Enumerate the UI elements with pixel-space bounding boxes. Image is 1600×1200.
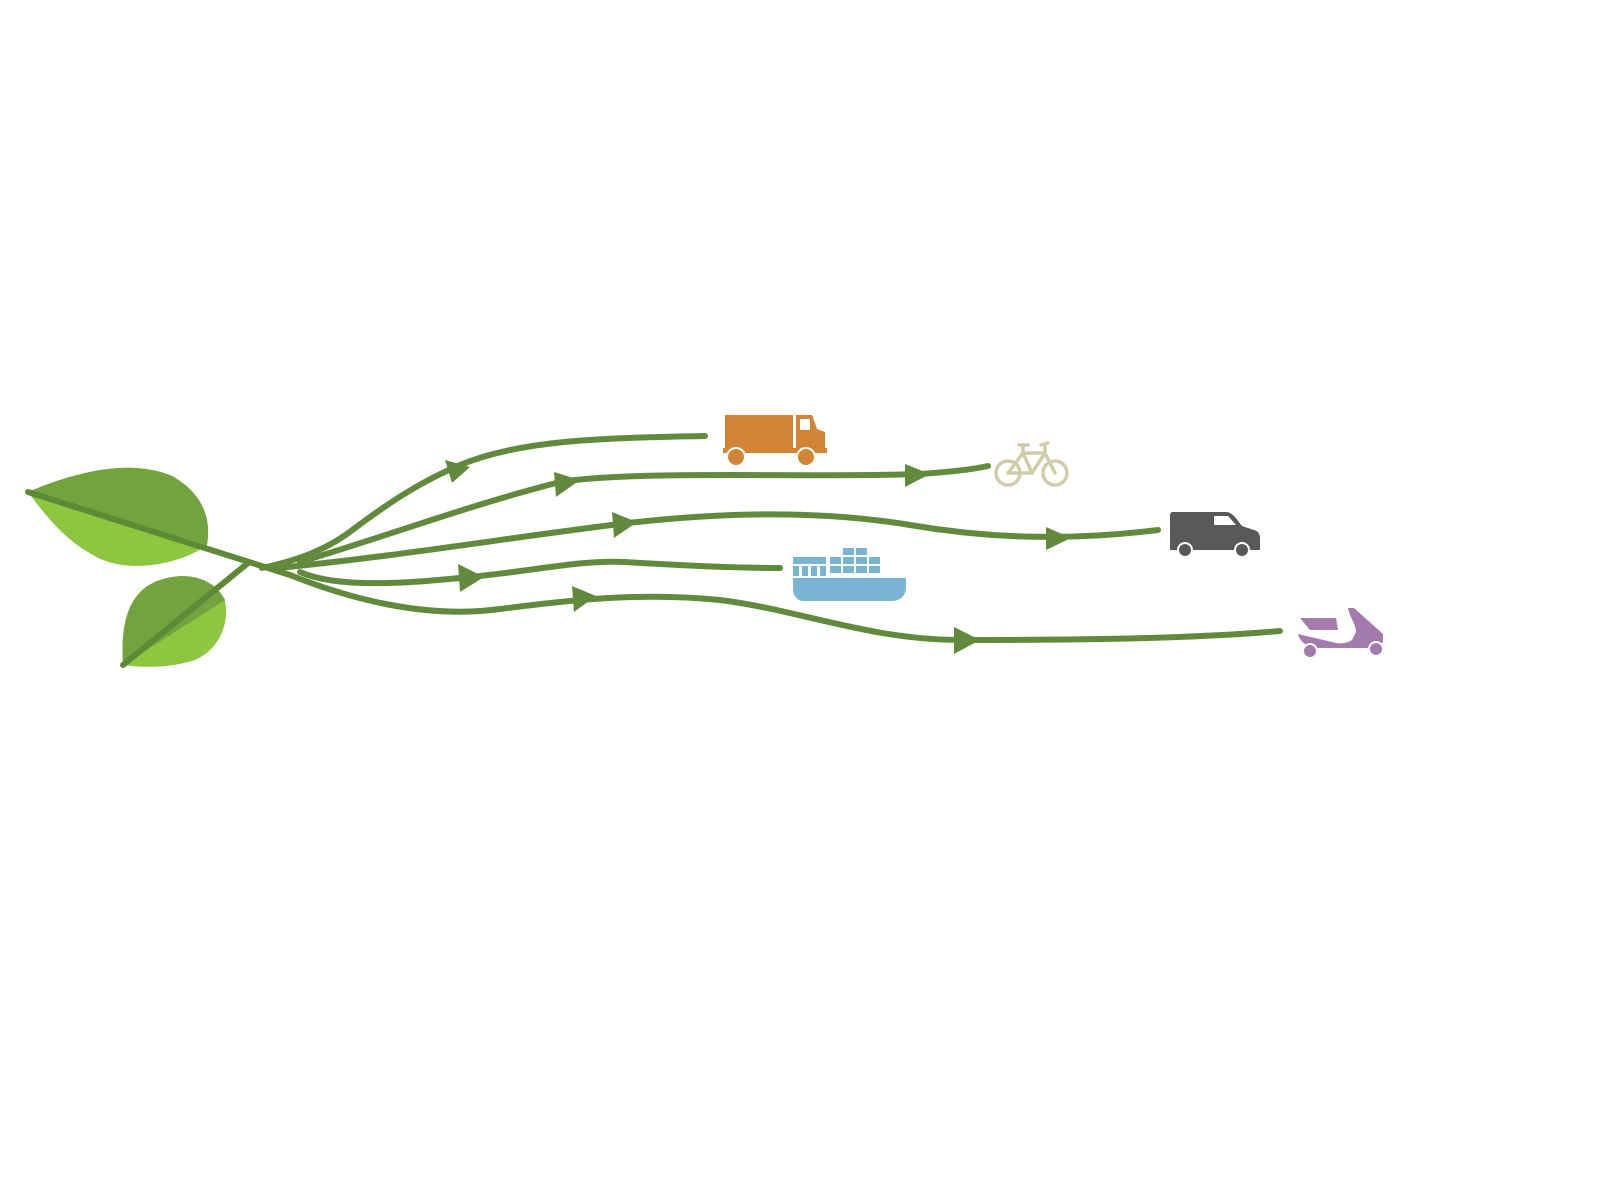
- truck-cargo: [725, 415, 793, 448]
- scooter-icon: [1298, 608, 1384, 659]
- truck-icon: [723, 415, 827, 467]
- bicycle-icon: [994, 441, 1069, 487]
- route-van: [275, 511, 1161, 571]
- van-wheel-front: [1234, 542, 1250, 558]
- van-wheel-rear: [1177, 542, 1193, 558]
- arrow-scooter-2: [954, 627, 980, 654]
- route-scooter: [287, 572, 1283, 643]
- ship-containers: [793, 548, 880, 576]
- van-window: [1214, 516, 1236, 525]
- leaf-stem-lower: [120, 560, 251, 668]
- cargo-ship-icon: [793, 548, 906, 601]
- arrow-van-2: [1046, 527, 1071, 550]
- route-truck: [259, 433, 708, 571]
- arrow-bicycle-1: [554, 472, 580, 497]
- route-bicycle: [297, 463, 991, 565]
- scooter-body: [1298, 608, 1383, 648]
- arrow-van-1: [612, 512, 637, 538]
- route-ship: [297, 558, 783, 587]
- upper-leaf-shade: [28, 467, 209, 545]
- scooter-seat: [1300, 618, 1338, 630]
- truck-window: [800, 419, 810, 430]
- van-body: [1170, 512, 1260, 550]
- route-arrows: [445, 460, 1071, 654]
- truck-wheel-rear: [726, 447, 746, 467]
- leaf-logo: [25, 467, 293, 668]
- arrow-ship: [458, 564, 484, 592]
- truck-wheel-front: [796, 447, 816, 467]
- ship-hull: [793, 578, 906, 601]
- truck-chassis: [723, 448, 827, 453]
- scooter-wheel-front: [1368, 641, 1384, 657]
- arrow-truck: [445, 460, 470, 483]
- van-icon: [1170, 512, 1260, 558]
- scooter-wheel-rear: [1302, 643, 1318, 659]
- arrow-scooter-1: [572, 586, 596, 612]
- arrow-bicycle-2: [905, 464, 930, 487]
- route-lines: [259, 433, 1283, 643]
